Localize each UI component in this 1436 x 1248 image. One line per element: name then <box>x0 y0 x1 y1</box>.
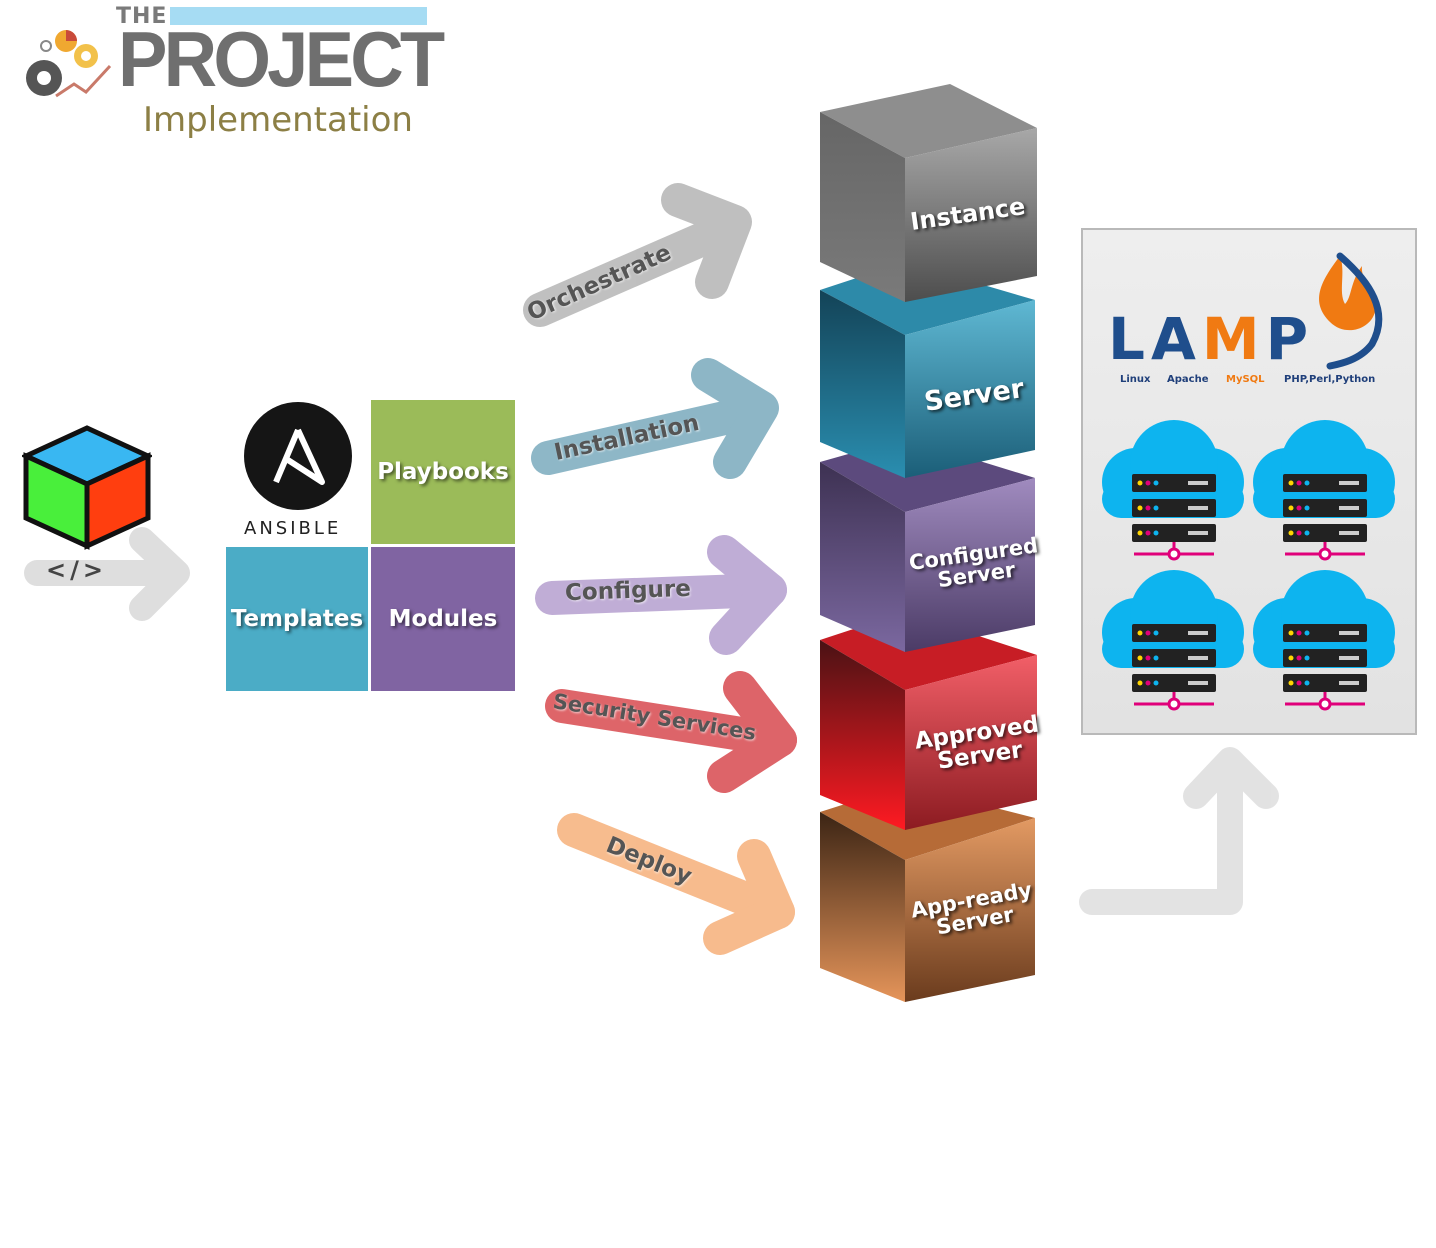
code-arrow <box>24 527 190 621</box>
ansible-logo-text: ANSIBLE <box>244 518 342 539</box>
lamp-letter-a: A <box>1150 305 1202 373</box>
orchestrate-arrow <box>523 183 752 327</box>
lamp-mysql: MySQL <box>1226 374 1265 385</box>
cloud-server-icon <box>1100 418 1246 561</box>
installation-arrow <box>531 358 779 479</box>
approved-server-cube <box>820 612 1037 830</box>
cloud-server-icon <box>1100 568 1246 711</box>
lamp-letter-l: L <box>1108 305 1151 373</box>
logo-project: PROJECT <box>118 15 445 103</box>
lamp-logo-text: LAMP <box>1108 310 1314 368</box>
gears-icon <box>26 30 112 98</box>
lamp-php: PHP,Perl,Python <box>1284 374 1376 385</box>
cloud-server-icon <box>1251 568 1397 711</box>
ansible-logo-icon <box>244 402 352 510</box>
logo-the: THE <box>116 4 168 29</box>
code-cube-icon <box>22 425 152 550</box>
instance-cube <box>820 84 1037 302</box>
modules-tile: Modules <box>371 547 515 691</box>
configure-arrow <box>535 535 787 655</box>
logo-subtitle: Implementation <box>143 100 413 140</box>
lamp-apache: Apache <box>1167 374 1209 385</box>
templates-tile: Templates <box>226 547 368 691</box>
output-arrow <box>1079 747 1279 915</box>
code-label: </> <box>46 556 107 584</box>
server-cube <box>820 262 1035 478</box>
lamp-letter-m: M <box>1201 305 1266 373</box>
lamp-linux: Linux <box>1120 374 1151 385</box>
playbooks-tile: Playbooks <box>371 400 515 544</box>
logo-accent-bar <box>170 7 427 25</box>
deploy-arrow <box>557 813 795 955</box>
configured-server-cube <box>820 438 1035 652</box>
flame-icon <box>1319 252 1383 370</box>
security-arrow <box>545 671 797 793</box>
lamp-letter-p: P <box>1265 305 1315 373</box>
cloud-server-icon <box>1251 418 1397 561</box>
